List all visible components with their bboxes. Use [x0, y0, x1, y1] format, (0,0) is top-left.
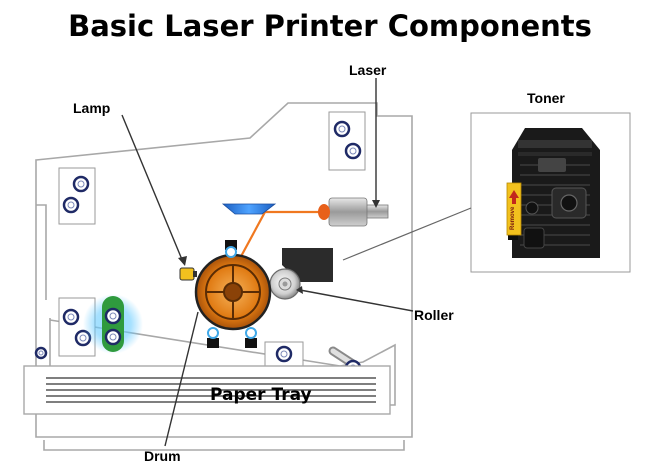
- laser-unit: [318, 197, 389, 227]
- leader-roller: [299, 289, 414, 312]
- roller-bottom-right: [264, 341, 304, 369]
- diagram-title: Basic Laser Printer Components: [68, 9, 592, 43]
- fuser-unit: [83, 294, 143, 354]
- transfer-roller: [269, 268, 301, 300]
- toner-cartridge-icon: Remove: [506, 128, 600, 258]
- drum: [194, 253, 272, 331]
- mirror: [221, 203, 277, 215]
- leader-lines: [121, 78, 472, 447]
- roller-top-left: [58, 167, 96, 225]
- lamp: [179, 267, 197, 281]
- label-toner: Toner: [527, 90, 565, 106]
- label-lamp: Lamp: [73, 100, 110, 116]
- remove-tab-text: Remove: [510, 206, 516, 230]
- paper-tray: Paper Tray: [23, 365, 391, 415]
- paper-tray-label: Paper Tray: [210, 385, 312, 405]
- leader-drum: [164, 311, 199, 447]
- label-drum: Drum: [144, 448, 181, 464]
- toner-inset: Remove: [470, 112, 631, 273]
- roller-top-right: [328, 111, 366, 171]
- label-roller: Roller: [414, 307, 454, 323]
- remove-tab: Remove: [506, 182, 522, 236]
- label-laser: Laser: [349, 62, 387, 78]
- small-pin-left: [34, 346, 48, 360]
- drum-clips: [207, 240, 257, 348]
- leader-lamp: [121, 114, 184, 263]
- leader-toner: [342, 207, 472, 261]
